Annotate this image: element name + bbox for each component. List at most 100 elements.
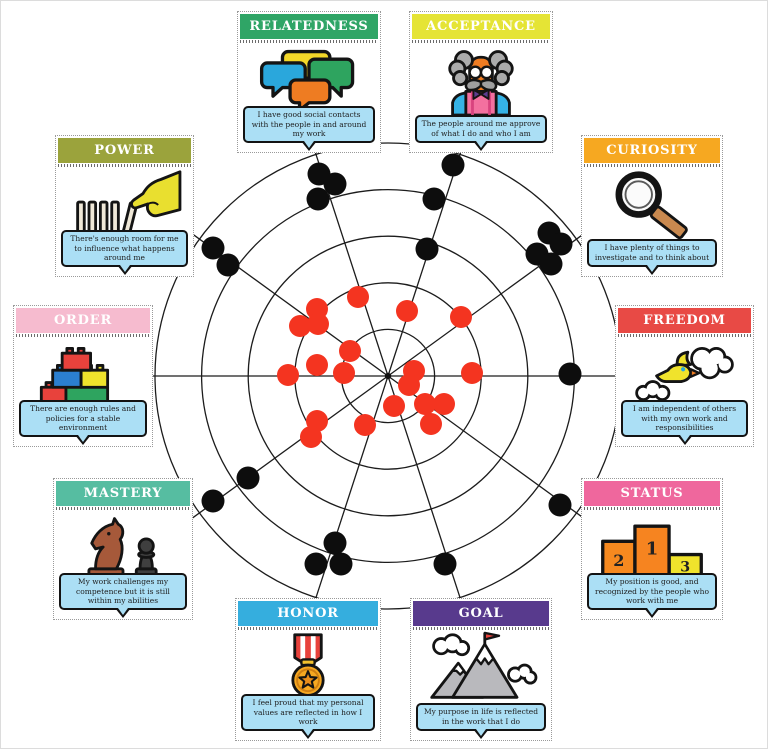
stitch-divider xyxy=(618,334,751,337)
motivator-card-title: STATUS xyxy=(620,486,684,501)
motivator-card-order: ORDER There are enough rules and policie… xyxy=(13,305,153,447)
motivator-card-header: HONOR xyxy=(238,601,378,626)
black-token[interactable] xyxy=(306,187,330,211)
motivator-description-bubble: I have good social contacts with the peo… xyxy=(243,105,375,151)
red-token[interactable] xyxy=(277,364,299,386)
red-token[interactable] xyxy=(414,393,436,415)
red-token[interactable] xyxy=(307,313,329,335)
black-token[interactable] xyxy=(323,531,347,555)
motivator-card-title: CURIOSITY xyxy=(606,143,698,158)
red-token[interactable] xyxy=(398,374,420,396)
motivator-description-text: There are enough rules and policies for … xyxy=(30,403,136,433)
red-token[interactable] xyxy=(300,426,322,448)
red-token[interactable] xyxy=(420,413,442,435)
svg-text:1: 1 xyxy=(646,539,659,560)
svg-text:2: 2 xyxy=(613,551,624,570)
bubble-tail xyxy=(644,608,660,618)
black-token[interactable] xyxy=(415,237,439,261)
black-token[interactable] xyxy=(549,232,573,256)
red-token[interactable] xyxy=(450,306,472,328)
motivator-card-icon: 2 1 3 xyxy=(591,511,713,583)
black-token[interactable] xyxy=(433,552,457,576)
motivator-description-text: My work challenges my competence but it … xyxy=(76,576,170,606)
podium-icon: 2 1 3 xyxy=(601,524,703,579)
black-token[interactable] xyxy=(329,552,353,576)
motivator-card-goal: GOAL My purpose in life is reflected in … xyxy=(410,598,552,741)
motivator-description-bubble: There's enough room for me to influence … xyxy=(61,229,188,275)
motivator-card-honor: HONOR I feel proud that my personal valu… xyxy=(235,598,381,741)
motivator-card-header: FREEDOM xyxy=(618,308,751,333)
mountain-flag-icon xyxy=(430,631,538,699)
motivator-card-header: MASTERY xyxy=(56,481,190,506)
red-token[interactable] xyxy=(333,362,355,384)
red-token[interactable] xyxy=(354,414,376,436)
motivator-card-title: RELATEDNESS xyxy=(249,19,369,34)
motivator-card-title: ORDER xyxy=(53,313,113,328)
motivator-card-icon xyxy=(247,631,369,703)
black-token[interactable] xyxy=(201,489,225,513)
stitch-divider xyxy=(240,40,378,43)
motivator-card-freedom: FREEDOM I am independent of others with … xyxy=(615,305,754,447)
speech-bubbles-icon xyxy=(259,49,355,112)
black-token[interactable] xyxy=(422,187,446,211)
motivator-description-text: I feel proud that my personal values are… xyxy=(252,697,364,727)
red-token[interactable] xyxy=(339,340,361,362)
motivator-description-bubble: There are enough rules and policies for … xyxy=(19,399,147,445)
motivator-description-text: My purpose in life is reflected in the w… xyxy=(423,707,539,726)
motivator-card-header: STATUS xyxy=(584,481,720,506)
motivator-description-bubble: My position is good, and recognized by t… xyxy=(587,572,717,618)
motivator-card-status: STATUS 2 1 3 My position is good, and re… xyxy=(581,478,723,620)
black-token[interactable] xyxy=(236,466,260,490)
red-token[interactable] xyxy=(347,286,369,308)
red-token[interactable] xyxy=(306,354,328,376)
magnifying-glass-icon xyxy=(615,171,688,240)
stitch-divider xyxy=(584,507,720,510)
black-token[interactable] xyxy=(441,153,465,177)
bubble-tail xyxy=(116,265,133,275)
motivator-card-title: GOAL xyxy=(458,606,504,621)
motivator-description-text: The people around me approve of what I d… xyxy=(421,119,541,138)
motivator-description-text: I have good social contacts with the peo… xyxy=(251,109,367,139)
motivator-description-bubble: I feel proud that my personal values are… xyxy=(241,693,375,739)
stitch-divider xyxy=(412,40,550,43)
motivator-card-icon xyxy=(420,631,542,703)
motivator-card-acceptance: ACCEPTANCE The people around me approve … xyxy=(409,11,553,153)
motivator-card-title: POWER xyxy=(94,143,155,158)
motivator-card-icon xyxy=(248,44,370,116)
motivator-card-icon xyxy=(22,338,144,410)
red-token[interactable] xyxy=(433,393,455,415)
black-token[interactable] xyxy=(216,253,240,277)
bubble-tail xyxy=(115,608,131,618)
red-token[interactable] xyxy=(396,300,418,322)
red-token[interactable] xyxy=(289,315,311,337)
motivator-description-bubble: My work challenges my competence but it … xyxy=(59,572,187,618)
motivator-description-text: There's enough room for me to influence … xyxy=(70,233,179,263)
stitch-divider xyxy=(413,627,549,630)
bubble-tail xyxy=(644,265,660,275)
red-token[interactable] xyxy=(461,362,483,384)
motivator-card-power: POWER There's enough room for me to infl… xyxy=(55,135,194,277)
motivator-card-header: CURIOSITY xyxy=(584,138,720,163)
motivator-card-relatedness: RELATEDNESS I have good social contacts … xyxy=(237,11,381,153)
bubble-tail xyxy=(300,729,316,739)
motivator-card-icon xyxy=(62,511,184,583)
black-token[interactable] xyxy=(539,252,563,276)
black-token[interactable] xyxy=(201,236,225,260)
black-token[interactable] xyxy=(304,552,328,576)
black-token[interactable] xyxy=(323,172,347,196)
stitch-divider xyxy=(58,164,191,167)
motivator-description-bubble: I am independent of others with my own w… xyxy=(621,399,748,445)
black-token[interactable] xyxy=(548,493,572,517)
bubble-tail xyxy=(473,141,489,151)
bird-clouds-icon xyxy=(634,347,734,401)
bubble-tail xyxy=(75,435,91,445)
motivator-card-title: MASTERY xyxy=(83,486,163,501)
black-token[interactable] xyxy=(558,362,582,386)
chess-pieces-icon xyxy=(87,517,158,578)
motivator-card-title: HONOR xyxy=(277,606,339,621)
red-token[interactable] xyxy=(383,395,405,417)
motivator-card-icon xyxy=(624,338,746,410)
